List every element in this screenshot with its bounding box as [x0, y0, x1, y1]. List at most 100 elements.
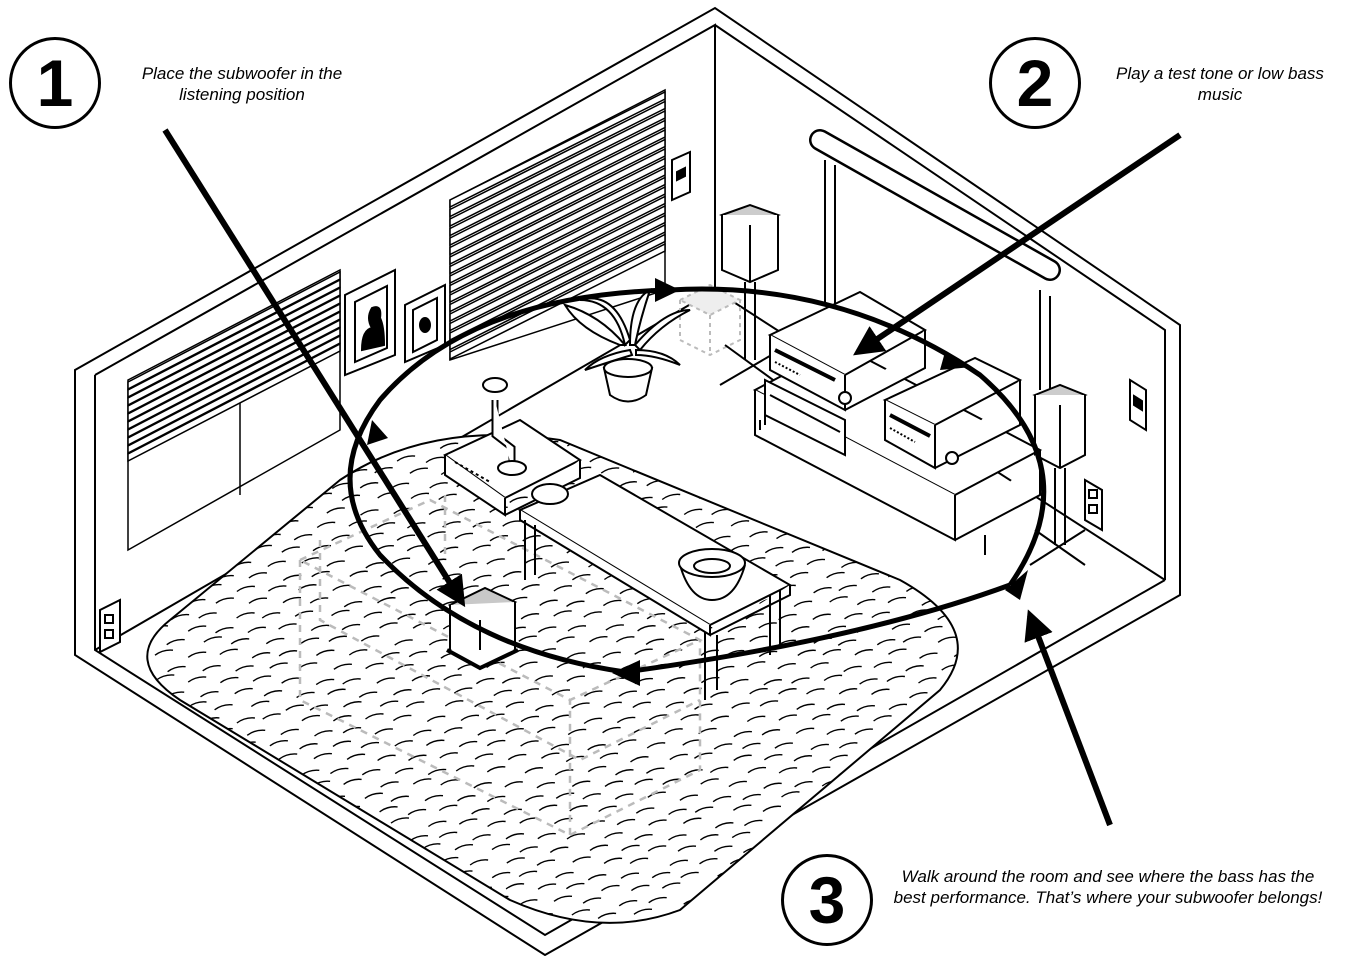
rug-texture-mark [796, 469, 814, 474]
rug-texture-mark [903, 796, 921, 801]
rug-texture-mark [588, 431, 606, 436]
rug-texture-mark [973, 691, 991, 696]
rug-texture-mark [716, 484, 734, 489]
rug-texture-mark [764, 861, 782, 866]
rug-texture-mark [825, 834, 843, 839]
rug-texture-mark [314, 832, 332, 837]
rug-texture-mark [283, 417, 301, 422]
rug-texture-mark [218, 417, 236, 422]
rug-texture-mark [302, 429, 320, 434]
rug-texture-mark [203, 532, 221, 537]
rug-texture-mark [844, 797, 862, 802]
rug-texture-mark [875, 768, 893, 773]
plant-icon [565, 290, 690, 402]
rug-texture-mark [264, 820, 282, 825]
rug-texture-mark [908, 560, 926, 565]
rug-texture-mark [378, 416, 396, 421]
rug-texture-mark [154, 832, 172, 837]
rug-texture-mark [167, 744, 185, 749]
step-1-badge: 1 [9, 37, 101, 129]
rug-texture-mark [889, 781, 907, 786]
rug-texture-mark [311, 911, 329, 916]
rug-texture-mark [203, 770, 221, 775]
rug-texture-mark [231, 507, 249, 512]
rug-texture-mark [909, 821, 927, 826]
rug-texture-mark [265, 481, 283, 486]
rug-texture-mark [877, 925, 895, 930]
rug-texture-mark [973, 639, 991, 644]
rug-texture-mark [471, 415, 489, 420]
rug-texture-mark [844, 533, 862, 538]
rug-texture-mark [680, 430, 698, 435]
rug-texture-mark [269, 898, 287, 903]
rug-texture-mark [169, 874, 187, 879]
rug-texture-mark [795, 494, 813, 499]
rug-texture-mark [186, 494, 204, 499]
rug-texture-mark [764, 912, 782, 917]
rug-texture-mark [294, 819, 312, 824]
rug-texture-mark [973, 536, 991, 541]
rug-texture-mark [222, 523, 240, 528]
rug-texture-mark [780, 506, 798, 511]
rug-texture-mark [859, 519, 877, 524]
rug-texture-mark [278, 832, 296, 837]
rug-texture-mark [327, 925, 345, 930]
rug-texture-mark [694, 445, 712, 450]
step-2-badge: 2 [989, 37, 1081, 129]
rug-texture-mark [263, 507, 281, 512]
rug-texture-mark [318, 885, 336, 890]
rug-texture-mark [970, 744, 988, 749]
rug-texture-mark [253, 807, 271, 812]
rug-texture-mark [188, 519, 206, 524]
rug-texture-mark [871, 823, 889, 828]
rug-texture-mark [174, 822, 192, 827]
rug-texture-mark [238, 821, 256, 826]
rug-texture-mark [428, 901, 446, 906]
rug-texture-mark [327, 845, 345, 850]
rug-texture-mark [682, 456, 700, 461]
rug-texture-mark [731, 495, 749, 500]
rug-texture-mark [183, 782, 201, 787]
rug-texture-mark [924, 835, 942, 840]
rug-texture-mark [171, 797, 189, 802]
rug-texture-mark [663, 470, 681, 475]
rug-texture-mark [955, 574, 973, 579]
rug-texture-mark [279, 441, 297, 446]
rug-texture-mark [925, 779, 943, 784]
step-2-caption: Play a test tone or low bass music [1110, 63, 1330, 105]
rug-texture-mark [663, 420, 681, 425]
rug-texture-mark [188, 806, 206, 811]
rug-texture-mark [839, 848, 857, 853]
rug-texture-mark [219, 810, 237, 815]
step-3-badge: 3 [781, 854, 873, 946]
rug-texture-mark [187, 571, 205, 576]
rug-texture-mark [907, 536, 925, 541]
rug-texture-mark [957, 677, 975, 682]
rug-texture-mark [188, 548, 206, 553]
rug-texture-mark [362, 924, 380, 929]
rug-texture-mark [954, 496, 972, 501]
rug-texture-mark [216, 471, 234, 476]
rug-texture-mark [154, 494, 172, 499]
rug-texture-mark [908, 771, 926, 776]
rug-texture-mark [411, 416, 429, 421]
rug-texture-mark [283, 808, 301, 813]
rug-texture-mark [761, 468, 779, 473]
rug-texture-mark [825, 808, 843, 813]
rug-texture-mark [748, 899, 766, 904]
rug-texture-mark [183, 858, 201, 863]
rug-texture-mark [398, 874, 416, 879]
rug-texture-mark [152, 600, 170, 605]
rug-texture-mark [424, 429, 442, 434]
rug-texture-mark [796, 831, 814, 836]
rug-texture-mark [153, 805, 171, 810]
rug-texture-mark [730, 468, 748, 473]
rug-texture-mark [971, 610, 989, 615]
rug-texture-mark [619, 456, 637, 461]
rug-texture-mark [970, 925, 988, 930]
rug-texture-mark [462, 926, 480, 931]
rug-texture-mark [263, 458, 281, 463]
rug-texture-mark [152, 912, 170, 917]
rug-texture-mark [940, 716, 958, 721]
